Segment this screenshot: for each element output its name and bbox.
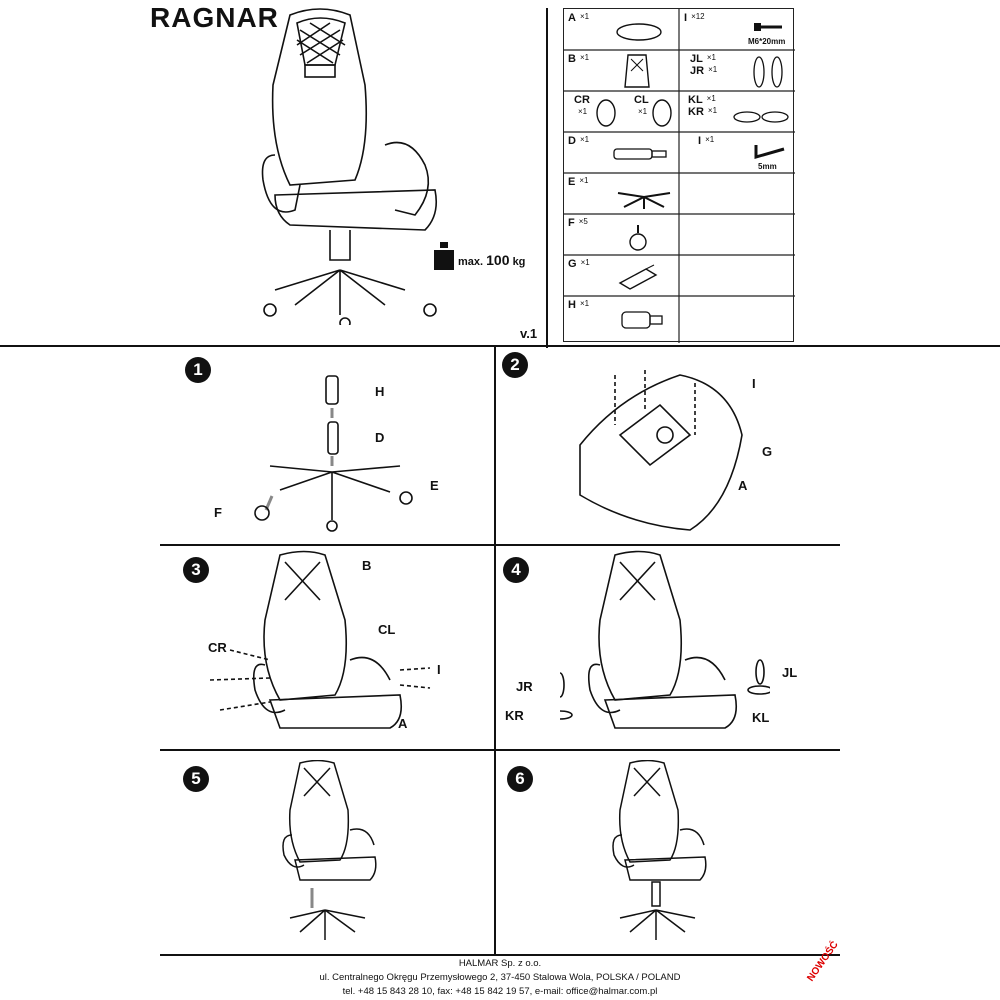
base-icon xyxy=(617,192,671,209)
part-KL: KL×1 xyxy=(688,94,716,106)
step-3-illustration xyxy=(210,550,431,729)
step-3-label-CR: CR xyxy=(208,640,227,655)
arm-pad-icon xyxy=(733,111,789,123)
part-I-key: I×1 xyxy=(698,135,715,147)
step-1-illustration xyxy=(254,375,413,532)
step-5-badge: 5 xyxy=(183,766,209,792)
step-4-badge: 4 xyxy=(503,557,529,583)
part-A: A×1 xyxy=(568,12,590,24)
step-2-illustration xyxy=(579,370,743,531)
step-2-label-G: G xyxy=(762,444,773,459)
step-2-label-A: A xyxy=(738,478,748,493)
footer-company: HALMAR Sp. z o.o. xyxy=(458,958,542,969)
step-2-label-I: I xyxy=(752,376,756,391)
step-3-label-I: I xyxy=(437,662,441,677)
gas-cover-icon xyxy=(621,311,663,329)
allen-key-size: 5mm xyxy=(758,162,777,171)
step-6-illustration xyxy=(612,760,707,940)
backrest-icon xyxy=(624,54,650,88)
part-JL: JL×1 xyxy=(690,53,716,65)
step-4-label-JL: JL xyxy=(782,665,798,680)
step-4-illustration xyxy=(560,550,770,729)
step-1-label-D: D xyxy=(375,430,385,445)
step-3-label-B: B xyxy=(362,558,372,573)
step-1-label-F: F xyxy=(214,505,222,520)
step-6-badge: 6 xyxy=(507,766,533,792)
caster-icon xyxy=(629,225,647,251)
footer-address: ul. Centralnego Okręgu Przemysłowego 2, … xyxy=(319,972,681,983)
step-3-label-A: A xyxy=(398,716,408,731)
step-3-badge: 3 xyxy=(183,557,209,583)
part-CL: CL xyxy=(634,94,649,106)
step-4-label-JR: JR xyxy=(516,679,533,694)
version-label: v.1 xyxy=(520,326,538,341)
step-4-label-KL: KL xyxy=(752,710,770,725)
armrest-cover-icon xyxy=(753,56,783,88)
step-1-label-H: H xyxy=(375,384,385,399)
step-3-label-CL: CL xyxy=(378,622,396,637)
max-load-label: max. 100 kg xyxy=(458,252,526,268)
step-4-label-KR: KR xyxy=(505,708,524,723)
chair-overview-illustration xyxy=(261,8,438,325)
armrest-right-icon xyxy=(596,99,616,127)
bolt-size-note: M6*20mm xyxy=(748,37,786,46)
part-I-bolt: I×12 xyxy=(684,12,705,24)
part-E: E×1 xyxy=(568,176,589,188)
bolt-icon xyxy=(754,23,782,31)
part-KR: KR×1 xyxy=(688,106,718,118)
part-G: G×1 xyxy=(568,258,590,270)
part-JR: JR×1 xyxy=(690,65,718,77)
part-H: H×1 xyxy=(568,299,590,311)
weight-icon xyxy=(434,242,454,270)
step-1-label-E: E xyxy=(430,478,439,493)
step-5-illustration xyxy=(282,760,377,940)
part-B: B×1 xyxy=(568,53,590,65)
step-2-badge: 2 xyxy=(502,352,528,378)
part-D: D×1 xyxy=(568,135,590,147)
mechanism-icon xyxy=(618,264,658,290)
part-CL-qty: ×1 xyxy=(638,107,648,116)
product-title: RAGNAR xyxy=(150,2,279,33)
step-1-badge: 1 xyxy=(185,357,211,383)
parts-table: A×1 I×12 M6*20mm B×1 JL×1 JR×1 CR ×1 CL … xyxy=(563,8,795,343)
parts-table-grid xyxy=(564,9,795,343)
header-divider xyxy=(546,8,548,348)
part-CR: CR xyxy=(574,94,590,106)
seat-cushion-icon xyxy=(616,23,662,41)
allen-key-icon xyxy=(754,145,785,159)
part-CR-qty: ×1 xyxy=(578,107,588,116)
gas-lift-icon xyxy=(613,148,667,160)
armrest-left-icon xyxy=(652,99,672,127)
step-grid xyxy=(0,345,1000,956)
footer-contact: tel. +48 15 843 28 10, fax: +48 15 842 1… xyxy=(342,986,658,997)
part-F: F×5 xyxy=(568,217,588,229)
